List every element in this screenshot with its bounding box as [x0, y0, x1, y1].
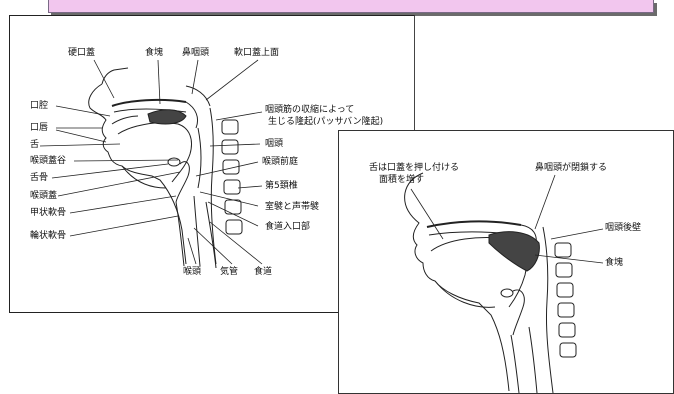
- jaw-line: [121, 165, 167, 189]
- label-ventricle-cords: 室襞と声帯襞: [265, 202, 320, 212]
- label-thyroid-cartilage: 甲状軟骨: [30, 208, 67, 218]
- soft-palate: [185, 101, 199, 129]
- face-profile: [404, 192, 510, 392]
- label-oral-cavity: 口腔: [30, 101, 49, 111]
- label-esophagus: 食道: [254, 267, 273, 277]
- nose-outline: [101, 67, 129, 85]
- label-laryngeal-vestibule: 喉頭前庭: [262, 157, 299, 167]
- label-cricoid-cartilage: 輪状軟骨: [30, 231, 67, 241]
- label-lips: 口唇: [30, 123, 49, 133]
- label-tongue: 舌: [30, 140, 40, 150]
- label-tongue-line1: 舌は口蓋を押し付ける: [369, 163, 460, 173]
- left-leader-lines: [39, 59, 263, 265]
- epiglottis-shape: [175, 161, 190, 203]
- label-trachea: 気管: [220, 267, 239, 277]
- label-hyoid: 舌骨: [30, 173, 49, 183]
- label-epiglottis: 喉頭蓋: [30, 191, 58, 201]
- cervical-vertebrae: [554, 242, 577, 358]
- label-nasopharynx: 鼻咽頭: [182, 48, 210, 58]
- hard-palate-line: [111, 98, 187, 107]
- label-bolus: 食塊: [145, 48, 164, 58]
- label-passavant-line2: 生じる隆起(パッサバン隆起): [268, 117, 384, 127]
- label-fifth-cervical: 第5頚椎: [265, 181, 298, 191]
- label-soft-palate-upper: 軟口蓋上面: [234, 48, 280, 58]
- hyoid-bone: [500, 288, 514, 298]
- jaw-line: [434, 280, 496, 308]
- label-bolus: 食塊: [605, 258, 624, 268]
- label-pharynx: 咽頭: [265, 139, 284, 149]
- trachea-front: [175, 201, 185, 267]
- hyoid-bone: [167, 157, 181, 167]
- label-hard-palate: 硬口蓋: [68, 48, 96, 58]
- bolus-shape: [488, 231, 540, 272]
- nose-outline: [404, 172, 424, 194]
- epiglottis-shape: [512, 289, 525, 336]
- tongue-outline: [117, 122, 192, 183]
- right-leader-lines: [410, 174, 604, 264]
- label-esophageal-entrance: 食道入口部: [265, 222, 311, 232]
- left-anatomy-drawing: [39, 59, 263, 269]
- label-nasopharynx-closes: 鼻咽頭が閉鎖する: [535, 163, 608, 173]
- label-passavant-line1: 咽頭筋の収縮によって: [265, 105, 355, 115]
- pharynx-posterior-wall: [542, 226, 554, 394]
- larynx-back: [528, 326, 538, 394]
- slide-title-bar: [48, 0, 654, 13]
- right-anatomy-drawing: [404, 172, 604, 394]
- bolus-shape: [147, 109, 187, 125]
- label-posterior-wall: 咽頭後壁: [605, 223, 642, 233]
- label-vallecula: 喉頭蓋谷: [30, 156, 67, 166]
- pharynx-posterior-wall: [209, 107, 217, 265]
- trachea-back: [193, 195, 201, 267]
- larynx-front: [510, 334, 520, 394]
- label-tongue-line2: 面積を増す: [379, 175, 425, 185]
- label-larynx: 喉頭: [183, 267, 202, 277]
- palate-line: [426, 220, 522, 228]
- esophagus-line: [205, 201, 217, 269]
- face-profile: [88, 83, 187, 265]
- swallowing-anatomy-diagram-right: 舌は口蓋を押し付ける 面積を増す 鼻咽頭が閉鎖する 咽頭後壁 食塊: [338, 130, 674, 394]
